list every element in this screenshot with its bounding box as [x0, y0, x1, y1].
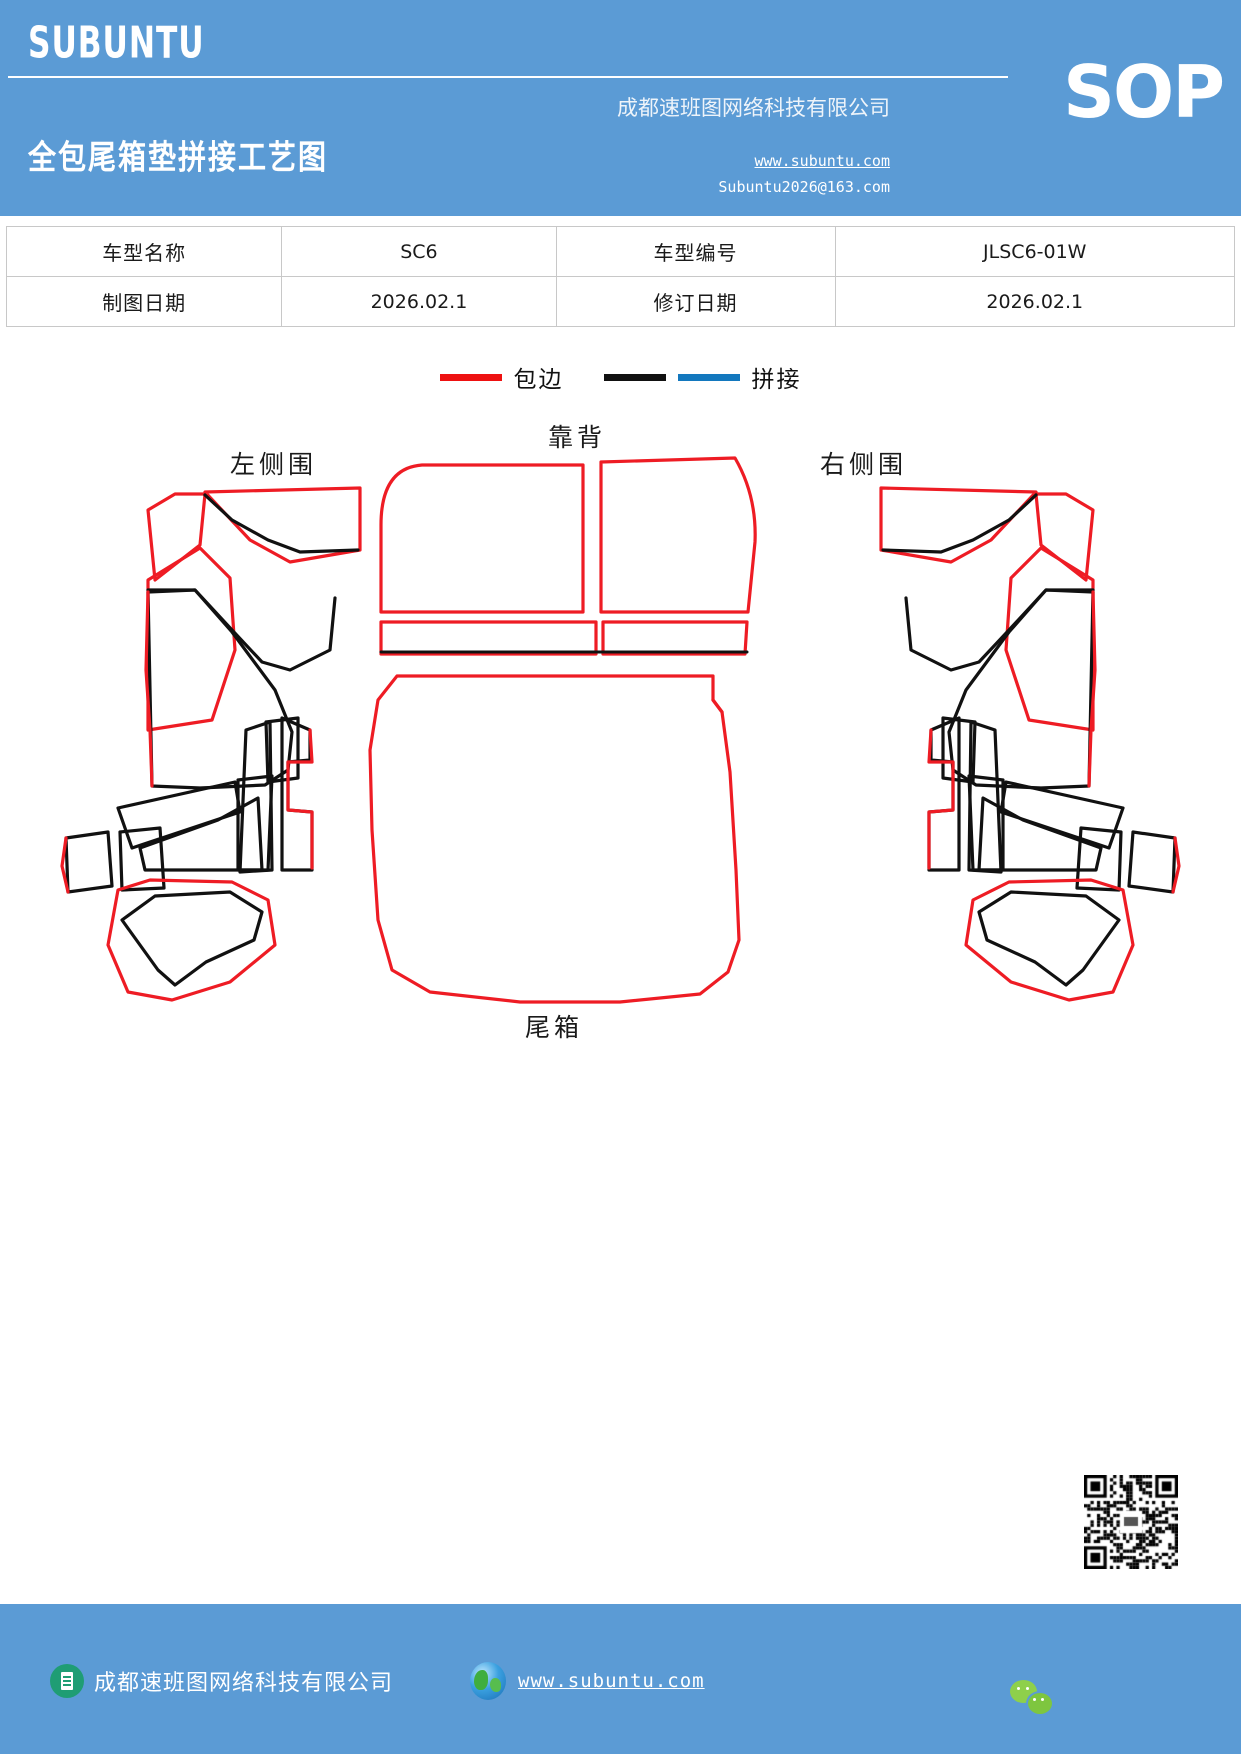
legend-label-binding: 包边 — [513, 367, 564, 392]
brand-logo: SUBUNTU — [28, 18, 205, 70]
left-side-piece-7 — [60, 830, 114, 894]
legend-item-binding: 包边 — [439, 360, 564, 394]
qr-code-canvas — [1084, 1475, 1178, 1569]
wechat-icon — [1010, 1680, 1056, 1716]
left-side-piece-5 — [116, 780, 242, 850]
wechat-dot — [1026, 1687, 1029, 1690]
legend-swatch-red-icon — [439, 373, 502, 381]
left-side-piece-3 — [146, 546, 337, 732]
building-icon — [50, 1664, 84, 1698]
right-side-piece-4 — [947, 588, 1097, 790]
left-side-piece-6 — [138, 774, 274, 872]
wechat-dot — [1033, 1698, 1036, 1701]
footer-website-link[interactable]: www.subuntu.com — [518, 1670, 705, 1692]
legend-label-splice: 拼接 — [751, 367, 802, 392]
cell-revision-date-value: 2026.02.1 — [834, 276, 1236, 327]
left-side-piece-1 — [146, 492, 207, 582]
legend: 包边 拼接 — [0, 360, 1241, 394]
cell-revision-date-label: 修订日期 — [555, 276, 836, 327]
right-side-piece-2 — [879, 486, 1038, 564]
wechat-dot — [1017, 1687, 1020, 1690]
legend-swatch-blue-icon — [677, 373, 740, 381]
label-left-side-panel: 左侧围 — [230, 452, 318, 479]
diagram-svg — [60, 456, 1181, 1004]
label-right-side-panel: 右侧围 — [820, 452, 908, 479]
legend-swatch-black-icon — [603, 373, 666, 381]
footer-company-block: 成都速班图网络科技有限公司 — [50, 1664, 393, 1698]
left-side-piece-8 — [118, 826, 166, 892]
right-side-piece-9 — [927, 716, 1003, 874]
vehicle-info-table: 车型名称 SC6 车型编号 JLSC6-01W 制图日期 2026.02.1 修… — [5, 226, 1236, 327]
right-side-piece-1 — [1034, 492, 1095, 582]
cell-model-code-label: 车型编号 — [555, 226, 836, 277]
backrest-right-panel — [599, 456, 757, 614]
wechat-dot — [1041, 1698, 1044, 1701]
label-backrest: 靠背 — [548, 425, 607, 452]
right-side-piece-6 — [967, 774, 1103, 872]
page-header: SUBUNTU 成都速班图网络科技有限公司 全包尾箱垫拼接工艺图 www.sub… — [0, 0, 1241, 216]
page-footer: 成都速班图网络科技有限公司 www.subuntu.com — [0, 1604, 1241, 1754]
right-side-piece-3 — [904, 546, 1095, 732]
left-side-piece-4 — [144, 588, 294, 790]
right-side-piece-10 — [964, 878, 1135, 1002]
right-side-piece-8 — [1075, 826, 1123, 892]
left-side-piece-10 — [106, 878, 277, 1002]
left-side-piece-9 — [238, 716, 314, 874]
qr-code — [1074, 1465, 1188, 1599]
table-row: 车型名称 SC6 车型编号 JLSC6-01W — [5, 226, 1236, 277]
trunk-mat-outline — [368, 674, 741, 1004]
footer-website-block[interactable]: www.subuntu.com — [470, 1662, 705, 1700]
cell-draw-date-label: 制图日期 — [5, 276, 283, 327]
cell-model-name-value: SC6 — [281, 226, 557, 277]
legend-item-splice-blue: 拼接 — [677, 360, 802, 394]
page-title: 全包尾箱垫拼接工艺图 — [28, 137, 329, 177]
header-divider — [8, 76, 1008, 78]
cell-model-name-label: 车型名称 — [5, 226, 283, 277]
table-row: 制图日期 2026.02.1 修订日期 2026.02.1 — [5, 276, 1236, 327]
cell-draw-date-value: 2026.02.1 — [281, 276, 557, 327]
right-side-piece-7 — [1127, 830, 1181, 894]
left-side-piece-2 — [203, 486, 362, 564]
wechat-bubble-small — [1026, 1691, 1054, 1716]
backrest-left-panel — [379, 463, 585, 614]
legend-item-splice-black — [603, 373, 666, 381]
cell-model-code-value: JLSC6-01W — [834, 226, 1236, 277]
header-email: Subuntu2026@163.com — [718, 178, 890, 196]
right-side-piece-5 — [999, 780, 1125, 850]
technical-diagram — [0, 400, 1241, 1080]
label-trunk-mat: 尾箱 — [525, 1015, 584, 1042]
backrest-lower-strip — [379, 620, 749, 656]
header-company-name: 成都速班图网络科技有限公司 — [617, 96, 890, 120]
sop-badge: SOP — [1063, 50, 1225, 134]
footer-company-name: 成都速班图网络科技有限公司 — [94, 1670, 394, 1695]
globe-icon — [470, 1662, 506, 1700]
header-website-link[interactable]: www.subuntu.com — [754, 152, 890, 170]
